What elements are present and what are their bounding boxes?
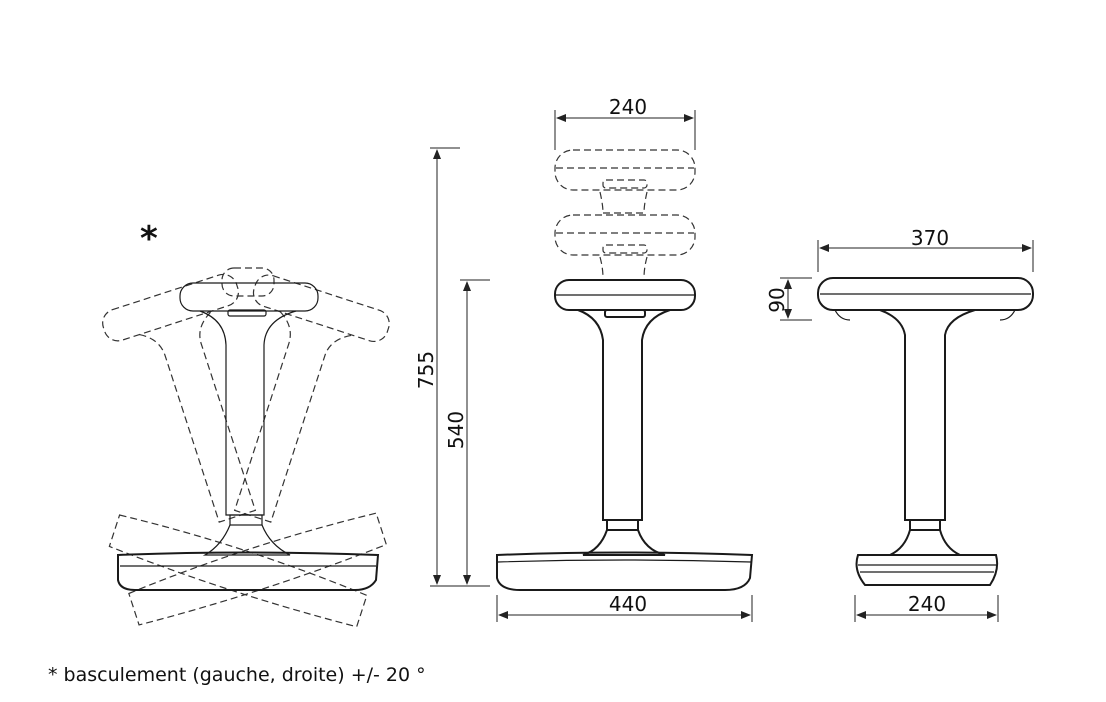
dim-max-height: 755 xyxy=(414,147,460,587)
dim-seat-thickness: 90 xyxy=(765,277,812,321)
tilt-right-ghost xyxy=(108,274,390,628)
front-view: 240 755 540 440 xyxy=(414,95,754,622)
svg-text:240: 240 xyxy=(609,95,647,119)
svg-text:755: 755 xyxy=(414,351,438,389)
tilt-view: * xyxy=(102,219,390,628)
front-stool xyxy=(496,279,754,591)
svg-text:370: 370 xyxy=(911,226,949,250)
seat-ghost-middle xyxy=(554,214,696,279)
dim-min-height: 540 xyxy=(444,279,490,587)
svg-text:240: 240 xyxy=(908,592,946,616)
tilt-asterisk: * xyxy=(140,219,158,259)
dim-base-depth: 240 xyxy=(854,592,999,622)
side-stool xyxy=(817,277,1034,586)
tilt-left-ghost xyxy=(102,273,388,626)
dim-seat-depth: 370 xyxy=(817,226,1034,272)
seat-ghost-top xyxy=(554,149,696,214)
tilt-upright-stool xyxy=(117,282,380,591)
dim-seat-width: 240 xyxy=(554,95,696,150)
svg-text:440: 440 xyxy=(609,592,647,616)
side-view: 370 90 240 xyxy=(765,226,1034,622)
dim-base-width: 440 xyxy=(496,592,753,622)
tilt-footnote: * basculement (gauche, droite) +/- 20 ° xyxy=(48,664,426,686)
svg-text:540: 540 xyxy=(444,411,468,449)
svg-text:90: 90 xyxy=(765,287,789,312)
